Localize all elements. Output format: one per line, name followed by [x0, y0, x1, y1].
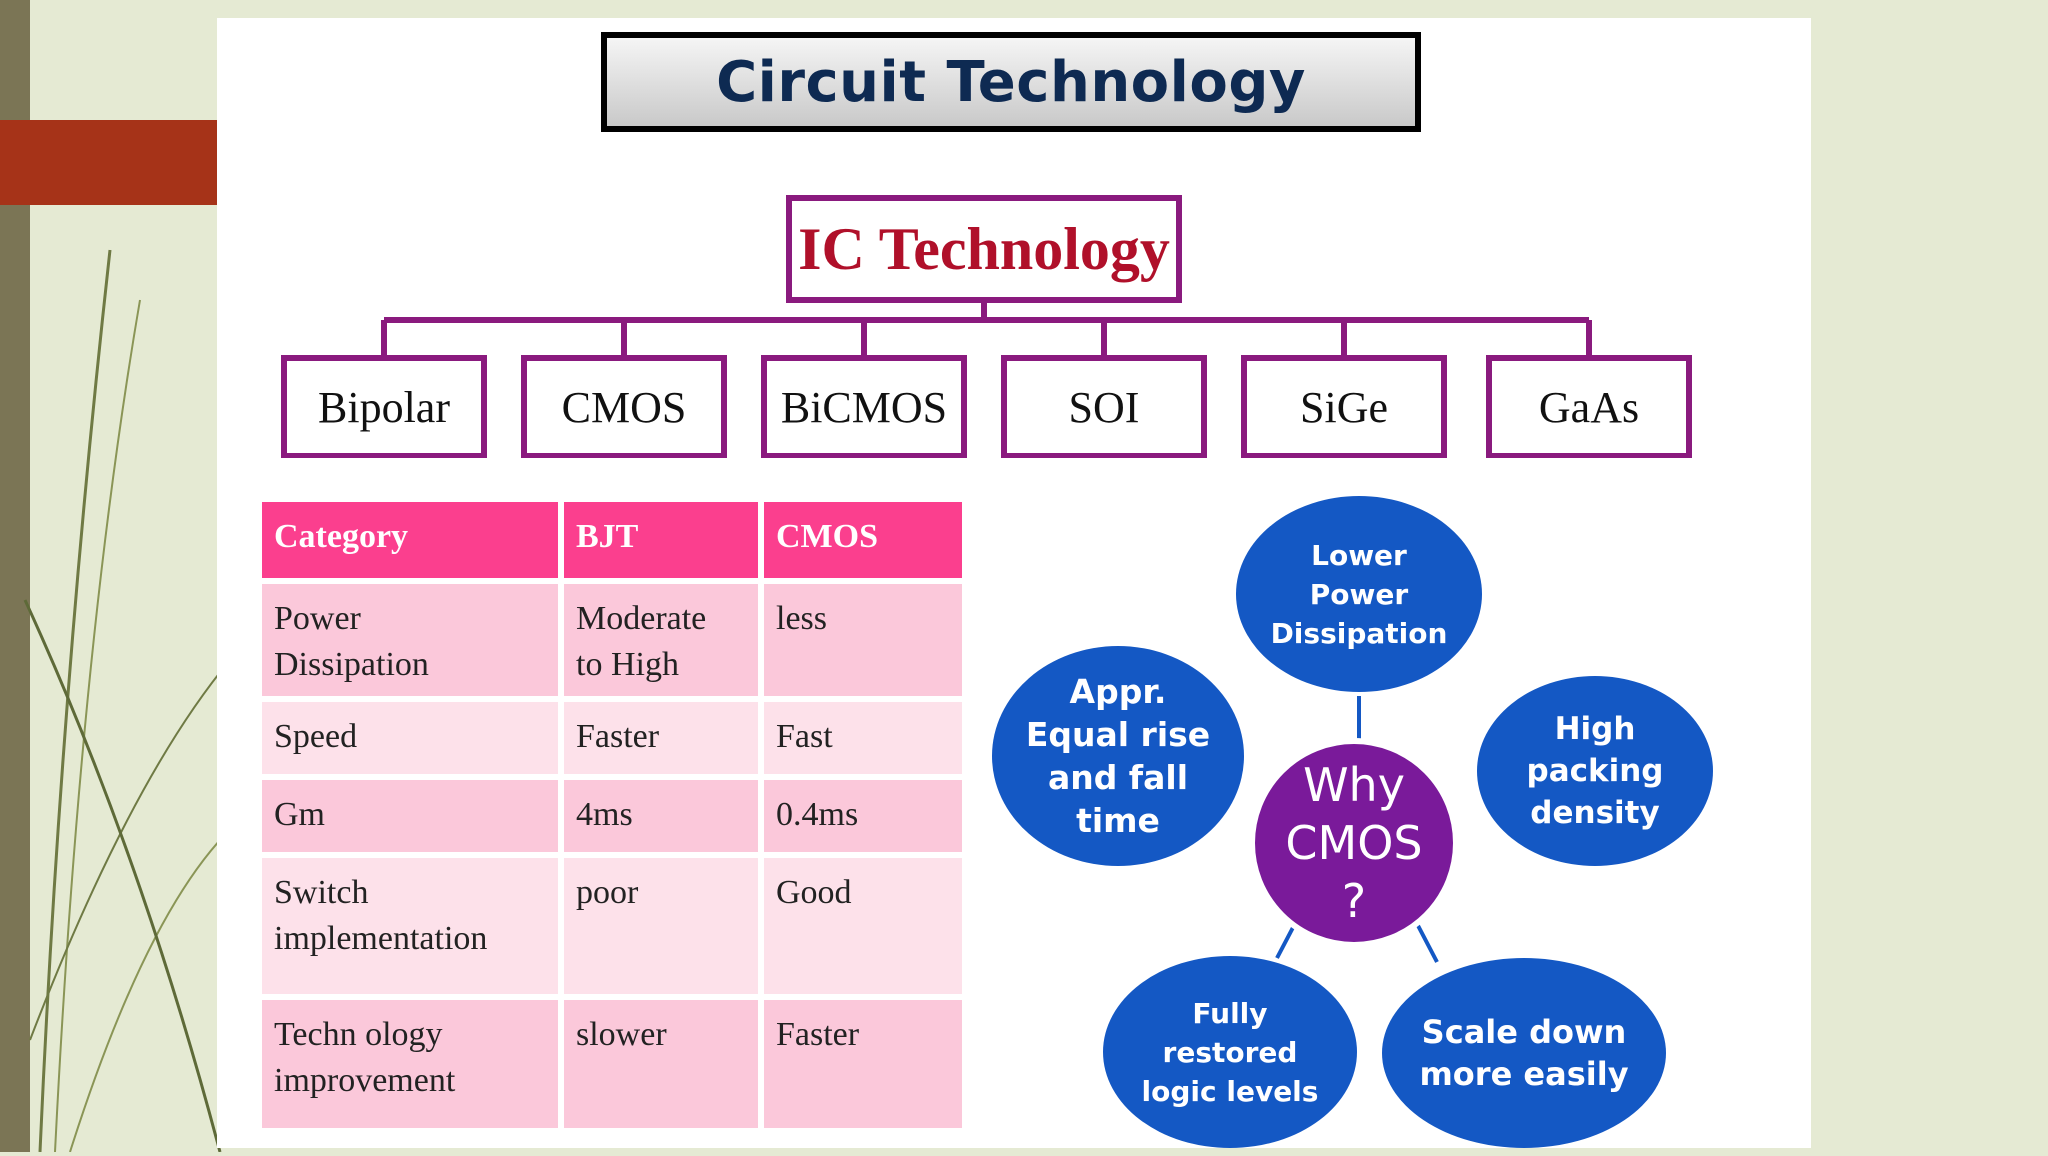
table-cell: Faster: [764, 1000, 962, 1128]
bubble-why-cmos-text: Why CMOS ?: [1285, 758, 1423, 928]
cmos-box: [521, 355, 727, 458]
header-bjt: BJT: [564, 502, 758, 578]
bubble-fully-restored: Fully restored logic levels: [1103, 956, 1357, 1148]
soi-box: [1001, 355, 1207, 458]
table-cell: slower: [564, 1000, 758, 1128]
node-bicmos: BiCMOS: [780, 382, 948, 432]
header-category: Category: [262, 502, 558, 578]
ic-technology-label: IC Technology: [798, 215, 1170, 282]
comparison-table: Category BJT CMOS Power Dissipation Mode…: [256, 496, 968, 1134]
table-cell: Faster: [564, 702, 758, 774]
table-row: Techn ology improvement slower Faster: [262, 1000, 962, 1128]
why-cmos-diagram: Lower Power Dissipation Appr. Equal rise…: [977, 476, 1777, 1156]
slide-panel: Circuit Technology IC Technology Bipolar…: [217, 18, 1811, 1148]
bubble-equal-rise-fall-text: Appr. Equal rise and fall time: [1025, 672, 1211, 840]
node-sige: SiGe: [1300, 382, 1388, 432]
bubble-why-cmos: Why CMOS ?: [1249, 738, 1459, 948]
table-cell: Good: [764, 858, 962, 994]
table-header-row: Category BJT CMOS: [262, 502, 962, 578]
decorative-curves: [23, 249, 241, 1152]
bubble-scale-down-text: Scale down more easily: [1419, 1013, 1629, 1093]
bubble-scale-down: Scale down more easily: [1382, 958, 1666, 1148]
table-cell: Speed: [262, 702, 558, 774]
node-gaas: GaAs: [1538, 382, 1640, 432]
table-row: Switch implementation poor Good: [262, 858, 962, 994]
title-box: Circuit Technology: [601, 32, 1421, 132]
bubble-high-packing-text: High packing density: [1526, 711, 1664, 831]
node-cmos: CMOS: [561, 382, 687, 432]
table-cell: Switch implementation: [262, 858, 558, 994]
table-cell: Techn ology improvement: [262, 1000, 558, 1128]
bicmos-box: [761, 355, 967, 458]
table-row: Gm 4ms 0.4ms: [262, 780, 962, 852]
gaas-box: [1486, 355, 1692, 458]
table-cell: 0.4ms: [764, 780, 962, 852]
table-cell: Fast: [764, 702, 962, 774]
table-row: Speed Faster Fast: [262, 702, 962, 774]
bubble-lower-power: Lower Power Dissipation: [1236, 496, 1482, 692]
bubble-lower-power-text: Lower Power Dissipation: [1270, 538, 1448, 650]
table-row: Power Dissipation Moderate to High less: [262, 584, 962, 696]
node-bipolar: Bipolar: [318, 382, 450, 432]
bubble-high-packing: High packing density: [1477, 676, 1713, 866]
red-accent-bar: [0, 120, 217, 205]
table-cell: Power Dissipation: [262, 584, 558, 696]
sige-box: [1241, 355, 1447, 458]
table-cell: Gm: [262, 780, 558, 852]
ic-technology-tree-lines: [281, 195, 1692, 458]
bubble-fully-restored-text: Fully restored logic levels: [1141, 996, 1319, 1108]
bipolar-box: [281, 355, 487, 458]
node-soi: SOI: [1068, 382, 1140, 432]
table-cell: Moderate to High: [564, 584, 758, 696]
table-cell: poor: [564, 858, 758, 994]
bubble-equal-rise-fall: Appr. Equal rise and fall time: [992, 646, 1244, 866]
slide-title: Circuit Technology: [716, 49, 1306, 115]
table-cell: less: [764, 584, 962, 696]
table-cell: 4ms: [564, 780, 758, 852]
header-cmos: CMOS: [764, 502, 962, 578]
